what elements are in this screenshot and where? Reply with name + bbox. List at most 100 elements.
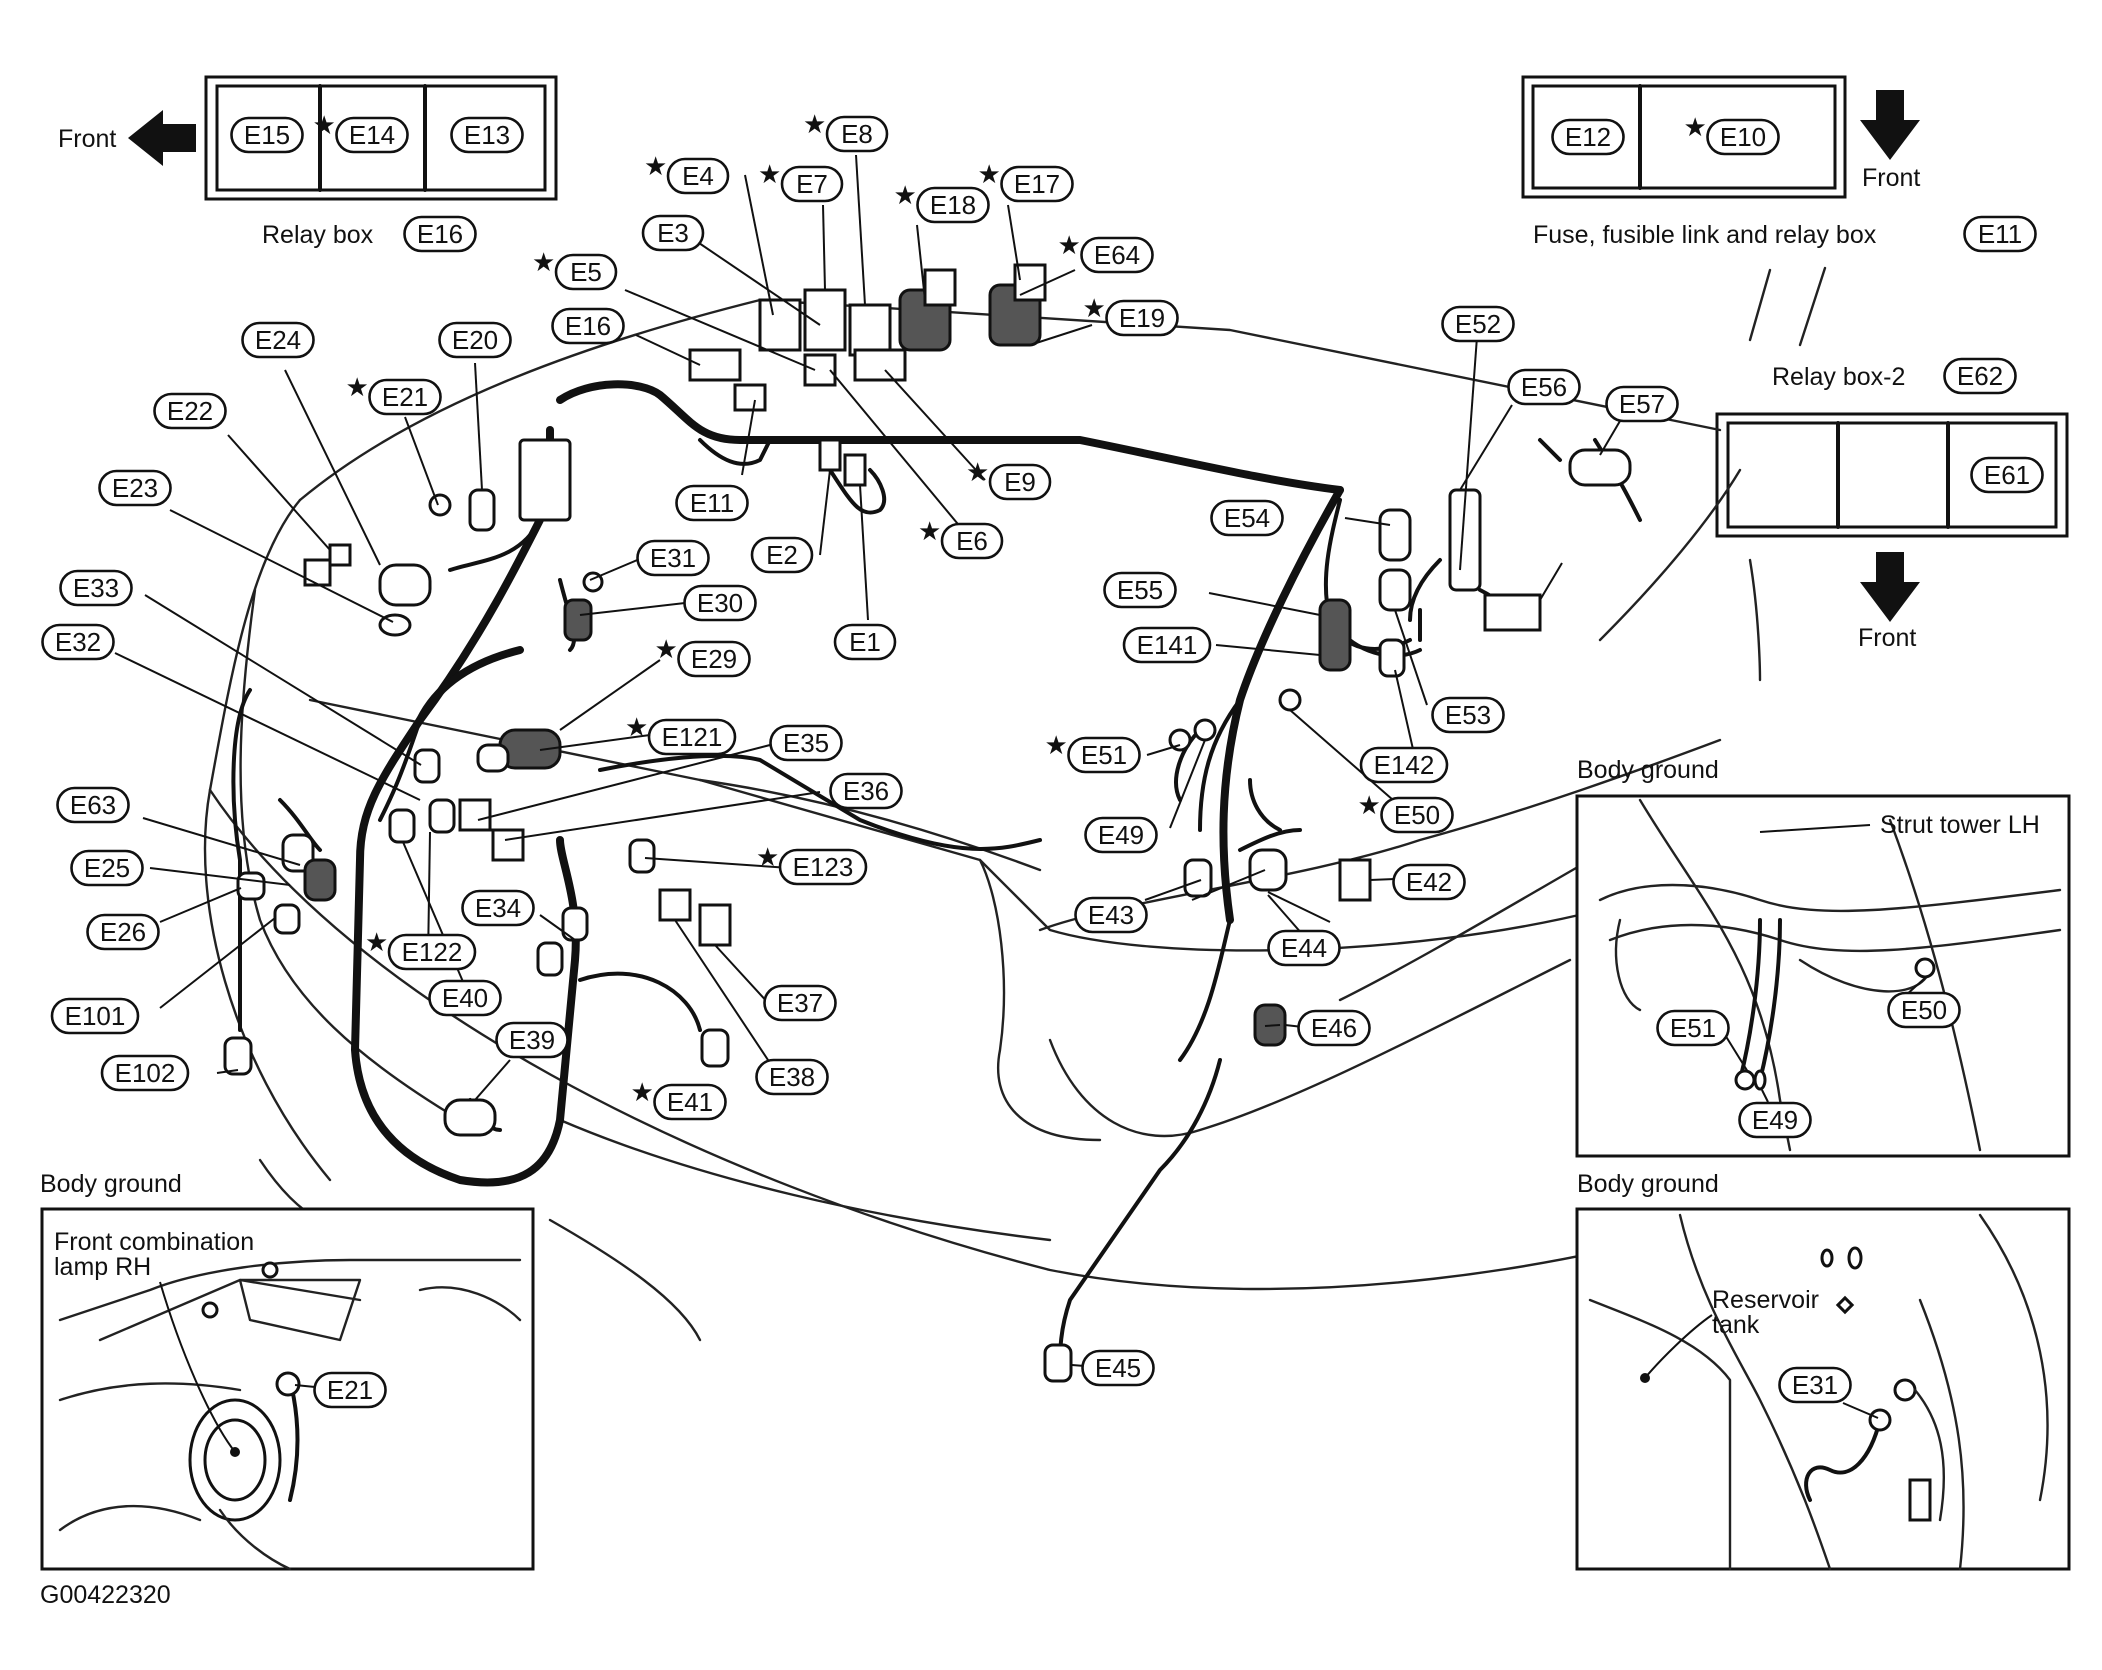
connector-label-E122: E122 ★ (365, 927, 477, 971)
connector-label-E51: E51★ (1045, 730, 1141, 774)
strut-tower-caption: Strut tower LH (1880, 811, 2040, 839)
relay-box-caption: Relay box (262, 221, 374, 249)
connector-label-text: E32 (55, 627, 101, 657)
star-icon: ★ (918, 516, 941, 546)
connector-label-E25: E25 (70, 849, 144, 887)
connector-label-text: E64 (1094, 240, 1140, 270)
connector-label-E62: E62 (1943, 357, 2017, 395)
connector-label-text: E24 (255, 325, 301, 355)
connector-label-E42: E42 (1392, 863, 1466, 901)
connector-label-E20: E20 (438, 321, 512, 359)
connector-label-text: E61 (1984, 460, 2030, 490)
connector-label-text: E31 (1792, 1370, 1838, 1400)
connector-label-text: E7 (796, 169, 828, 199)
star-icon: ★ (365, 927, 388, 957)
connector-label-text: E46 (1311, 1013, 1357, 1043)
inset-body-ground-caption: Body ground (1577, 756, 1719, 784)
connector-label-text: E55 (1117, 575, 1163, 605)
connector-label-text: E26 (100, 917, 146, 947)
connector-label-E33: E33 (59, 569, 133, 607)
connector-label-text: E14 (349, 120, 395, 150)
connector-label-text: E18 (930, 190, 976, 220)
connector-label-text: E141 (1137, 630, 1198, 660)
connector-label-text: E16 (417, 219, 463, 249)
connector-label-text: E49 (1752, 1105, 1798, 1135)
connector-label-text: E62 (1957, 361, 2003, 391)
connector-label-text: E54 (1224, 503, 1270, 533)
connector-label-E34: E34 (461, 889, 535, 927)
connector-label-text: E9 (1004, 467, 1036, 497)
connector-label-E102: E102 (100, 1054, 190, 1092)
connector-label-E17: E17★ (978, 159, 1074, 203)
connector-label-E21: E21 (313, 1371, 387, 1409)
connector-label-text: E57 (1619, 389, 1665, 419)
connector-label-text: E40 (442, 983, 488, 1013)
connector-label-text: E122 (402, 937, 463, 967)
connector-label-E43: E43 (1074, 896, 1148, 934)
star-icon: ★ (1684, 112, 1707, 142)
connector-label-E39: E39 (495, 1021, 569, 1059)
connector-label-text: E2 (766, 540, 798, 570)
connector-label-text: E37 (777, 988, 823, 1018)
connector-label-text: E121 (662, 722, 723, 752)
lamp-caption-line1: Front combination (54, 1228, 254, 1256)
connector-label-E7: E7★ (758, 159, 844, 203)
connector-label-E4: E4★ (644, 151, 730, 195)
connector-label-E31: E31 (636, 539, 710, 577)
fuse-box-caption: Fuse, fusible link and relay box (1533, 221, 1877, 249)
connector-label-E18: E18★ (894, 180, 990, 224)
connector-label-text: E50 (1901, 995, 1947, 1025)
connector-label-E56: E56 (1507, 368, 1581, 406)
connector-label-E6: E6★ (918, 516, 1004, 560)
star-icon: ★ (1358, 790, 1381, 820)
connector-label-E142: E142 (1359, 746, 1449, 784)
connector-label-E51: E51 (1656, 1009, 1730, 1047)
connector-label-text: E38 (769, 1062, 815, 1092)
connector-label-E16: E16 (551, 307, 625, 345)
star-icon: ★ (625, 712, 648, 742)
connector-label-text: E3 (657, 218, 689, 248)
connector-label-E38: E38 (755, 1058, 829, 1096)
connector-label-E37: E37 (763, 984, 837, 1022)
connector-label-text: E33 (73, 573, 119, 603)
star-icon: ★ (313, 110, 336, 140)
star-icon: ★ (1083, 293, 1106, 323)
connector-label-E14: E14 ★ (313, 110, 409, 154)
connector-label-E21: E21★ (346, 372, 442, 416)
connector-label-text: E10 (1720, 122, 1766, 152)
connector-label-text: E51 (1081, 740, 1127, 770)
connector-label-E29: E29★ (655, 634, 751, 678)
connector-label-E26: E26 (86, 913, 160, 951)
connector-label-text: E20 (452, 325, 498, 355)
star-icon: ★ (532, 247, 555, 277)
relay-box-2-caption: Relay box-2 (1772, 363, 1905, 391)
connector-label-text: E13 (464, 120, 510, 150)
connector-label-E50: E50 ★ (1358, 790, 1454, 834)
connector-label-text: E39 (509, 1025, 555, 1055)
connector-label-E30: E30 (683, 584, 757, 622)
star-icon: ★ (644, 151, 667, 181)
connector-label-E46: E46 (1297, 1009, 1371, 1047)
connector-label-text: E8 (841, 119, 873, 149)
connector-label-E24: E24 (241, 321, 315, 359)
connector-label-text: E23 (112, 473, 158, 503)
connector-label-text: E36 (843, 776, 889, 806)
inset-strut-tower (1575, 794, 2071, 1158)
connector-label-E121: E121 ★ (625, 712, 737, 756)
connector-label-E44: E44 (1267, 929, 1341, 967)
connector-bodies (223, 263, 1632, 1383)
connector-label-E35: E35 (769, 724, 843, 762)
connector-label-E11: E11 (675, 484, 749, 522)
connector-label-E1: E1 (833, 623, 897, 661)
connector-label-text: E50 (1394, 800, 1440, 830)
connector-label-E50: E50 (1887, 991, 1961, 1029)
connector-label-E52: E52 (1441, 305, 1515, 343)
lamp-inset-body-ground-caption: Body ground (40, 1170, 182, 1198)
connector-label-E64: E64★ (1058, 230, 1154, 274)
front-arrow-left-icon (128, 110, 196, 166)
connector-label-text: E45 (1095, 1353, 1141, 1383)
connector-label-E40: E40 (428, 979, 502, 1017)
connector-label-text: E44 (1281, 933, 1327, 963)
connector-label-text: E11 (690, 488, 734, 518)
